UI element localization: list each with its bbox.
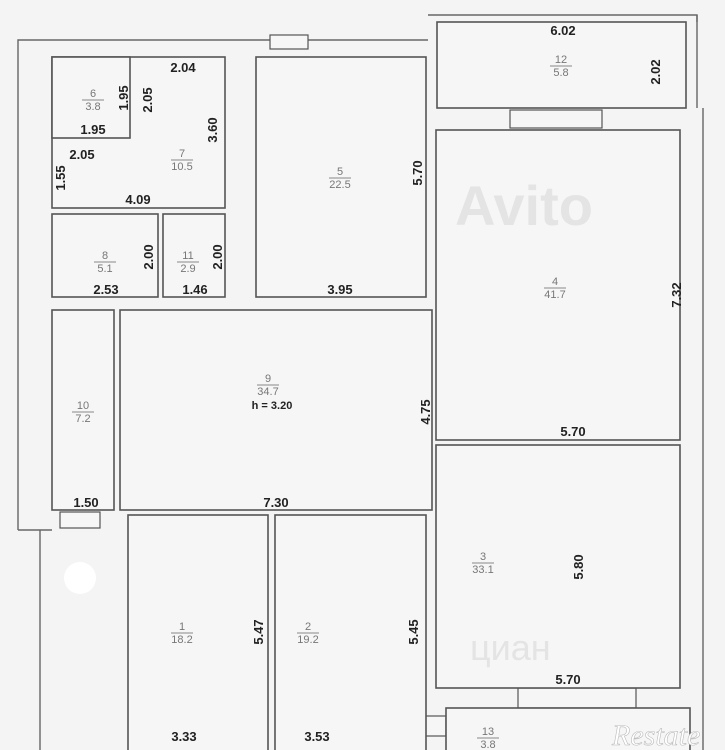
dimension-label: 3.53 <box>304 729 329 744</box>
room-label: 85.1 <box>94 250 116 275</box>
room-label: 441.7 <box>544 276 566 301</box>
room-number: 6 <box>90 88 96 100</box>
room-number: 9 <box>265 373 271 385</box>
room-number: 4 <box>552 276 558 288</box>
room-area: 7.2 <box>75 413 90 425</box>
room-area: 10.5 <box>171 161 192 173</box>
room-number: 3 <box>480 551 486 563</box>
marker-dot <box>64 562 96 594</box>
dimension-label: 7.30 <box>263 495 288 510</box>
room-area: 33.1 <box>472 564 493 576</box>
room-10 <box>51 309 115 511</box>
dimension-label: 5.47 <box>251 619 266 644</box>
dimension-label: 4.75 <box>418 399 433 424</box>
dimension-label: 2.04 <box>170 60 196 75</box>
room-8 <box>51 213 159 298</box>
dimension-label: 4.09 <box>125 192 150 207</box>
window <box>509 109 603 129</box>
room-number: 8 <box>102 250 108 262</box>
dimension-label: 2.05 <box>140 87 155 112</box>
dimension-label: 5.70 <box>410 160 425 185</box>
room-area: 5.8 <box>553 67 568 79</box>
room-3 <box>435 444 681 689</box>
room-label: 125.8 <box>550 54 572 79</box>
watermark-avito: Avito <box>455 174 593 237</box>
room-label: 63.8 <box>82 88 104 113</box>
room-number: 7 <box>179 148 185 160</box>
dimension-label: 6.02 <box>550 23 575 38</box>
room-number: 11 <box>182 250 193 262</box>
room-label: 710.5 <box>171 148 193 173</box>
room-area: 22.5 <box>329 179 350 191</box>
dimension-label: 1.50 <box>73 495 98 510</box>
dimension-label: 5.80 <box>571 554 586 579</box>
room-area: 5.1 <box>97 263 112 275</box>
dimension-label: 3.60 <box>205 117 220 142</box>
room-area: 3.8 <box>85 101 100 113</box>
room-number: 12 <box>555 54 567 66</box>
dimension-label: 2.00 <box>141 244 156 269</box>
dimension-label: 3.33 <box>171 729 196 744</box>
outer-wall-inner <box>18 15 698 531</box>
room-area: 19.2 <box>297 634 318 646</box>
dimension-label: 1.46 <box>182 282 207 297</box>
room-number: 2 <box>305 621 311 633</box>
room-area: 2.9 <box>180 263 195 275</box>
room-number: 1 <box>179 621 185 633</box>
room-12 <box>436 21 687 109</box>
dimension-label: 1.95 <box>116 85 131 110</box>
dimension-label: 5.45 <box>406 619 421 644</box>
dimension-label: 2.05 <box>69 147 94 162</box>
room-13 <box>445 707 691 750</box>
room-label: 333.1 <box>472 551 494 576</box>
room-label: 934.7 <box>257 373 279 398</box>
room-area: 3.8 <box>480 739 495 750</box>
door <box>59 511 101 529</box>
room-number: 10 <box>77 400 89 412</box>
room-label: 219.2 <box>297 621 319 646</box>
dimension-label: 2.53 <box>93 282 118 297</box>
room-6 <box>51 56 131 139</box>
room-number: 13 <box>482 726 494 738</box>
room-area: 34.7 <box>257 386 278 398</box>
room-label: 112.9 <box>177 250 199 275</box>
dimension-label: 1.95 <box>80 122 105 137</box>
dimension-label: 5.70 <box>555 672 580 687</box>
dimension-label: 1.55 <box>53 165 68 190</box>
room-4 <box>435 129 681 441</box>
dimension-label: 5.70 <box>560 424 585 439</box>
ceiling-height: h = 3.20 <box>252 400 293 412</box>
window <box>269 34 309 50</box>
room-11 <box>162 213 226 298</box>
room-area: 18.2 <box>171 634 192 646</box>
room-label: 107.2 <box>72 400 94 425</box>
room-number: 5 <box>337 166 343 178</box>
room-1 <box>127 514 269 750</box>
room-label: 133.8 <box>477 726 499 750</box>
watermark-cian: циан <box>470 627 551 668</box>
dimension-label: 2.00 <box>210 244 225 269</box>
room-9 <box>119 309 433 511</box>
dimension-label: 7.32 <box>669 282 684 307</box>
room-label: 522.5 <box>329 166 351 191</box>
window <box>517 687 637 709</box>
room-5 <box>255 56 427 298</box>
watermark-restate-logo: Restate <box>611 719 700 750</box>
room-area: 41.7 <box>544 289 565 301</box>
dimension-label: 2.02 <box>648 59 663 84</box>
room-label: 118.2 <box>171 621 193 646</box>
dimension-label: 3.95 <box>327 282 352 297</box>
